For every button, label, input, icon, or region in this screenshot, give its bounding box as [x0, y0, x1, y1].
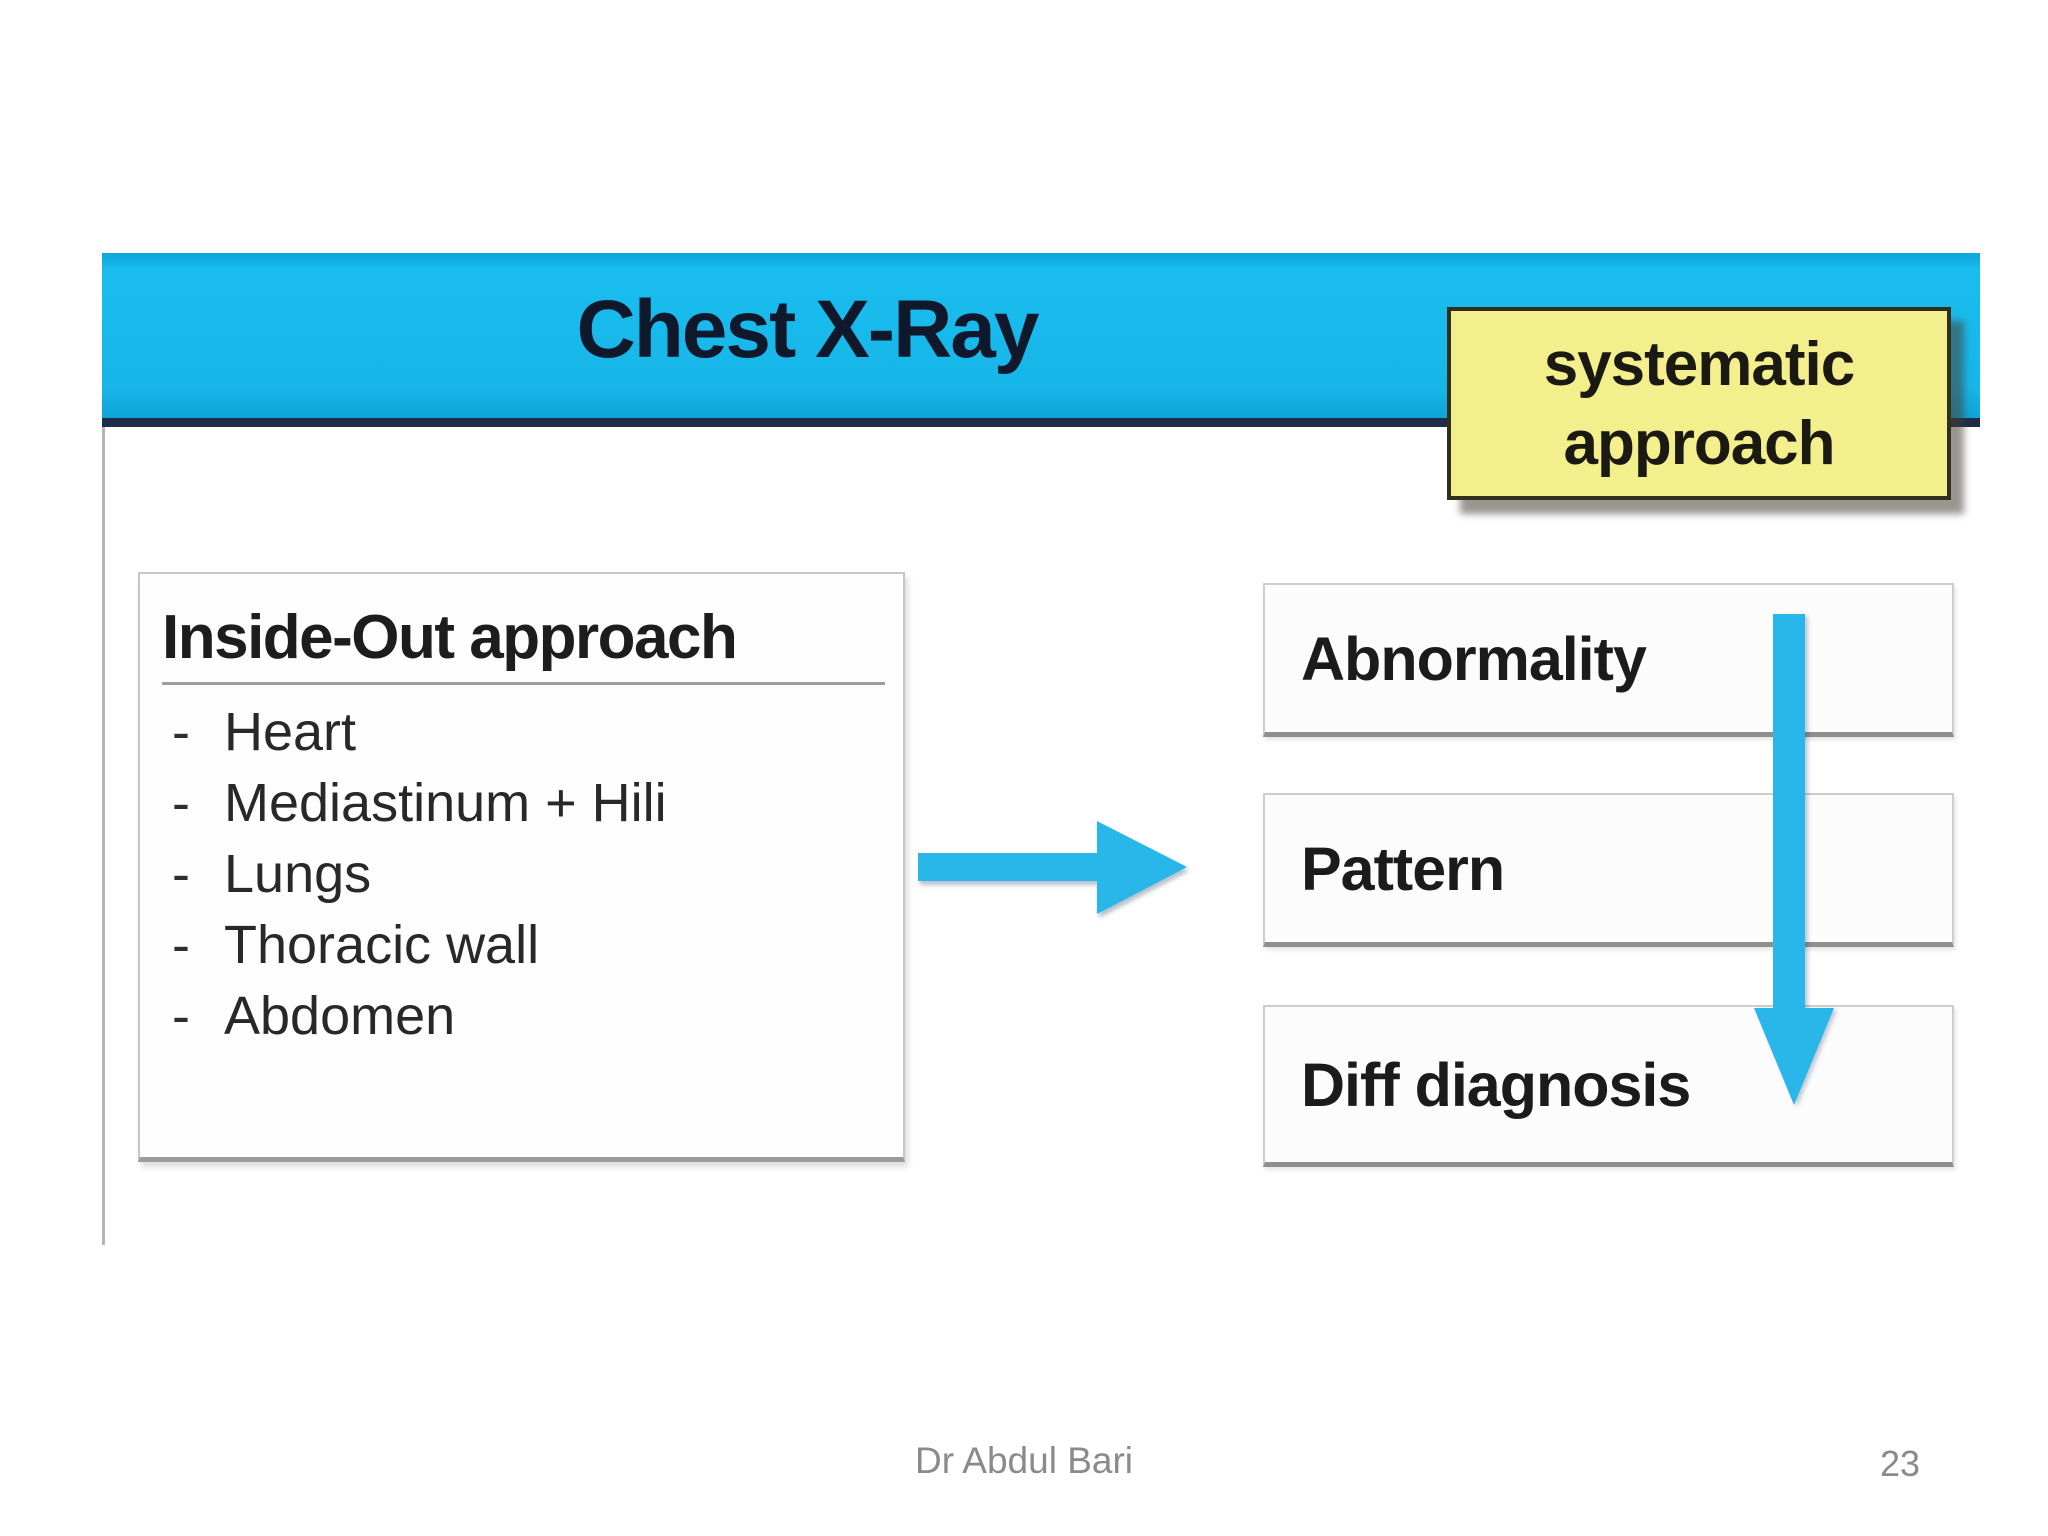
list-item-mediastinum-hili: - Mediastinum + Hili — [140, 772, 903, 843]
inside-out-heading: Inside-Out approach — [162, 602, 885, 685]
list-item-abdomen: - Abdomen — [140, 985, 903, 1056]
list-item-label: Thoracic wall — [224, 915, 540, 975]
slide-title: Chest X-Ray — [576, 284, 1039, 375]
bullet-dash: - — [172, 844, 190, 904]
note-line-2: approach — [1563, 408, 1835, 478]
bullet-dash: - — [172, 915, 190, 975]
bullet-dash: - — [172, 986, 190, 1046]
list-item-label: Mediastinum + Hili — [224, 773, 667, 833]
arrow-right-icon — [918, 821, 1187, 914]
page-number: 23 — [1880, 1443, 1921, 1484]
flow-label-abnormality: Abnormality — [1301, 624, 1647, 693]
list-item-label: Abdomen — [224, 986, 456, 1046]
inside-out-approach-box: Inside-Out approach - Heart - Mediastinu… — [138, 572, 905, 1162]
systematic-approach-note: systematic approach — [1447, 307, 1951, 500]
flow-box-diff-diagnosis: Diff diagnosis — [1263, 1005, 1954, 1167]
flow-label-diff-diagnosis: Diff diagnosis — [1301, 1050, 1691, 1119]
bullet-dash: - — [172, 702, 190, 762]
content-left-divider — [102, 427, 105, 1245]
flow-box-abnormality: Abnormality — [1263, 583, 1954, 737]
list-item-lungs: - Lungs — [140, 843, 903, 914]
flow-label-pattern: Pattern — [1301, 834, 1505, 903]
bullet-dash: - — [172, 773, 190, 833]
note-line-1: systematic — [1543, 329, 1856, 399]
inside-out-list: - Heart - Mediastinum + Hili - Lungs - T… — [140, 701, 903, 1056]
list-item-thoracic-wall: - Thoracic wall — [140, 914, 903, 985]
list-item-heart: - Heart — [140, 701, 903, 772]
arrow-down-icon — [1754, 614, 1834, 1105]
list-item-label: Lungs — [224, 844, 372, 904]
flow-box-pattern: Pattern — [1263, 793, 1954, 947]
footer-author: Dr Abdul Bari — [915, 1440, 1133, 1481]
list-item-label: Heart — [224, 702, 357, 762]
